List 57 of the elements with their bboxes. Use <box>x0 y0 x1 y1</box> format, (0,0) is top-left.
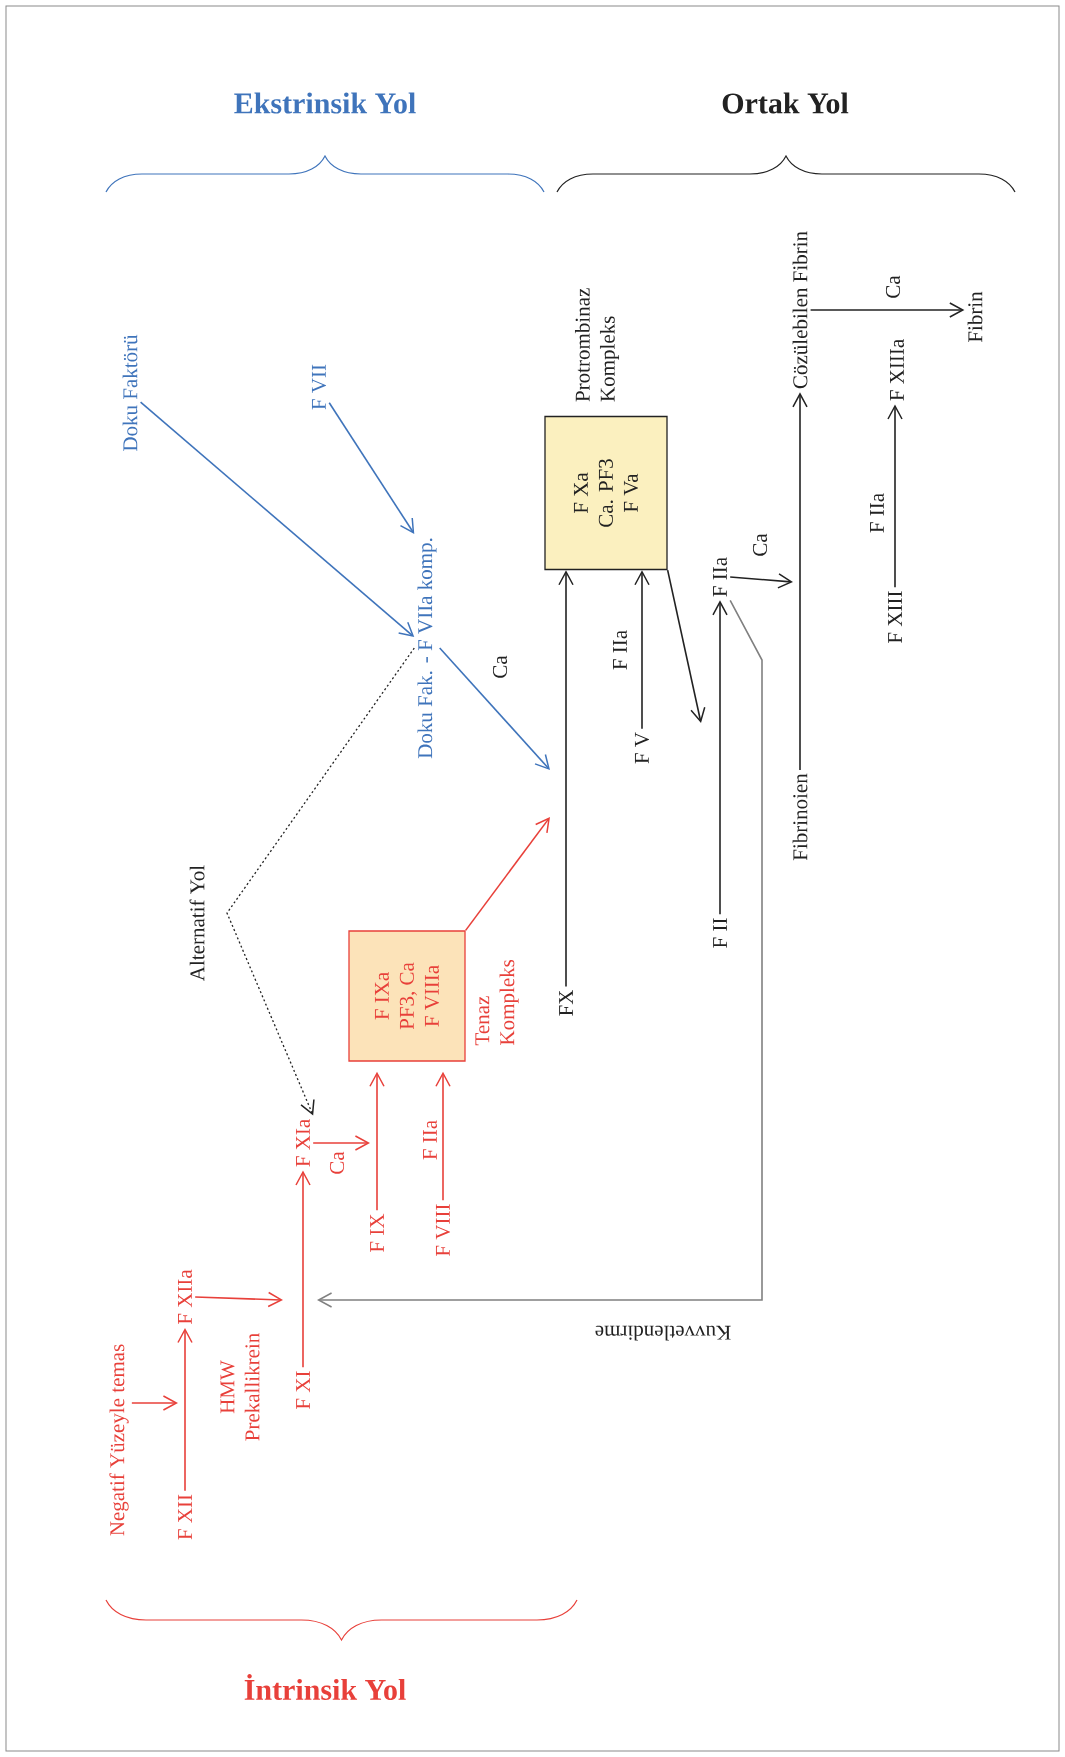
arrow <box>887 404 903 589</box>
factor-text: F V <box>634 732 650 764</box>
arrow <box>435 1071 451 1202</box>
factor-text: F VIII <box>435 1204 451 1256</box>
factor-text: F IX <box>370 1213 384 1252</box>
edge-label: F IIa <box>613 630 627 670</box>
edge-label: Ca <box>885 275 901 298</box>
arrow <box>194 1291 283 1308</box>
factor-text: Fibrin <box>967 291 983 343</box>
section-heading: Ekstrinsik Yol <box>234 92 416 114</box>
arrow <box>438 647 550 770</box>
edge-label: Ca <box>752 533 768 556</box>
arrow <box>177 1327 193 1492</box>
factor-text: Fibrinoien <box>792 773 808 861</box>
factor-text: F XIIa <box>178 1269 192 1325</box>
complex-caption: Tenaz Kompleks <box>475 959 519 1046</box>
arrow <box>369 1071 385 1212</box>
factor-text: Negatif Yüzeyle temas <box>109 1344 129 1536</box>
arrow <box>139 401 415 638</box>
arrow <box>317 599 763 1308</box>
factor-text: F XIIIa <box>890 339 904 401</box>
edge-label: Alternatif Yol <box>189 865 205 981</box>
edge-label: Ca <box>492 655 508 678</box>
factor-text: Cözülebilen Fibrin <box>792 231 808 389</box>
edge-label: F IIa <box>870 493 884 533</box>
factor-text: F XII <box>178 1494 192 1540</box>
complex-box: F IXa PF3, Ca F VIIIa <box>348 930 466 1062</box>
arrow <box>558 570 574 988</box>
arrow <box>312 1135 370 1151</box>
factor-text: F XIII <box>888 591 902 643</box>
factor-text: Doku Faktörü <box>122 334 138 451</box>
arrow <box>729 573 793 589</box>
arrow <box>464 817 550 932</box>
factor-text: F II <box>713 918 727 948</box>
arrow <box>809 302 965 318</box>
arrow <box>712 600 728 916</box>
arrow <box>634 570 650 730</box>
factor-text: F VII <box>311 364 327 410</box>
arrow <box>295 1170 311 1369</box>
arrow <box>666 569 706 723</box>
arrow <box>792 392 808 771</box>
edge-label: Ca <box>329 1151 345 1174</box>
arrow <box>226 647 415 1116</box>
factor-text: F XIa <box>296 1119 310 1167</box>
factor-text: FX <box>559 989 573 1016</box>
arrow <box>131 1395 178 1411</box>
edge-label: HMW Prekallikrein <box>220 1333 260 1441</box>
complex-box: F Xa Ca. PF3 F Va Protrombinaz Kompleks <box>544 288 668 571</box>
factor-text: F IIa <box>713 557 727 597</box>
edge-label: F IIa <box>423 1120 437 1160</box>
arrow <box>328 401 415 534</box>
section-heading: İntrinsik Yol <box>244 1674 406 1700</box>
edge-label: Kuvvetlendirme <box>595 1325 731 1341</box>
node-label: Protrombinaz Kompleks <box>574 288 620 402</box>
factor-text: Doku Fak. - F VIIa komp. <box>417 538 437 759</box>
factor-text: F XI <box>296 1371 310 1409</box>
section-heading: Ortak Yol <box>722 92 849 114</box>
